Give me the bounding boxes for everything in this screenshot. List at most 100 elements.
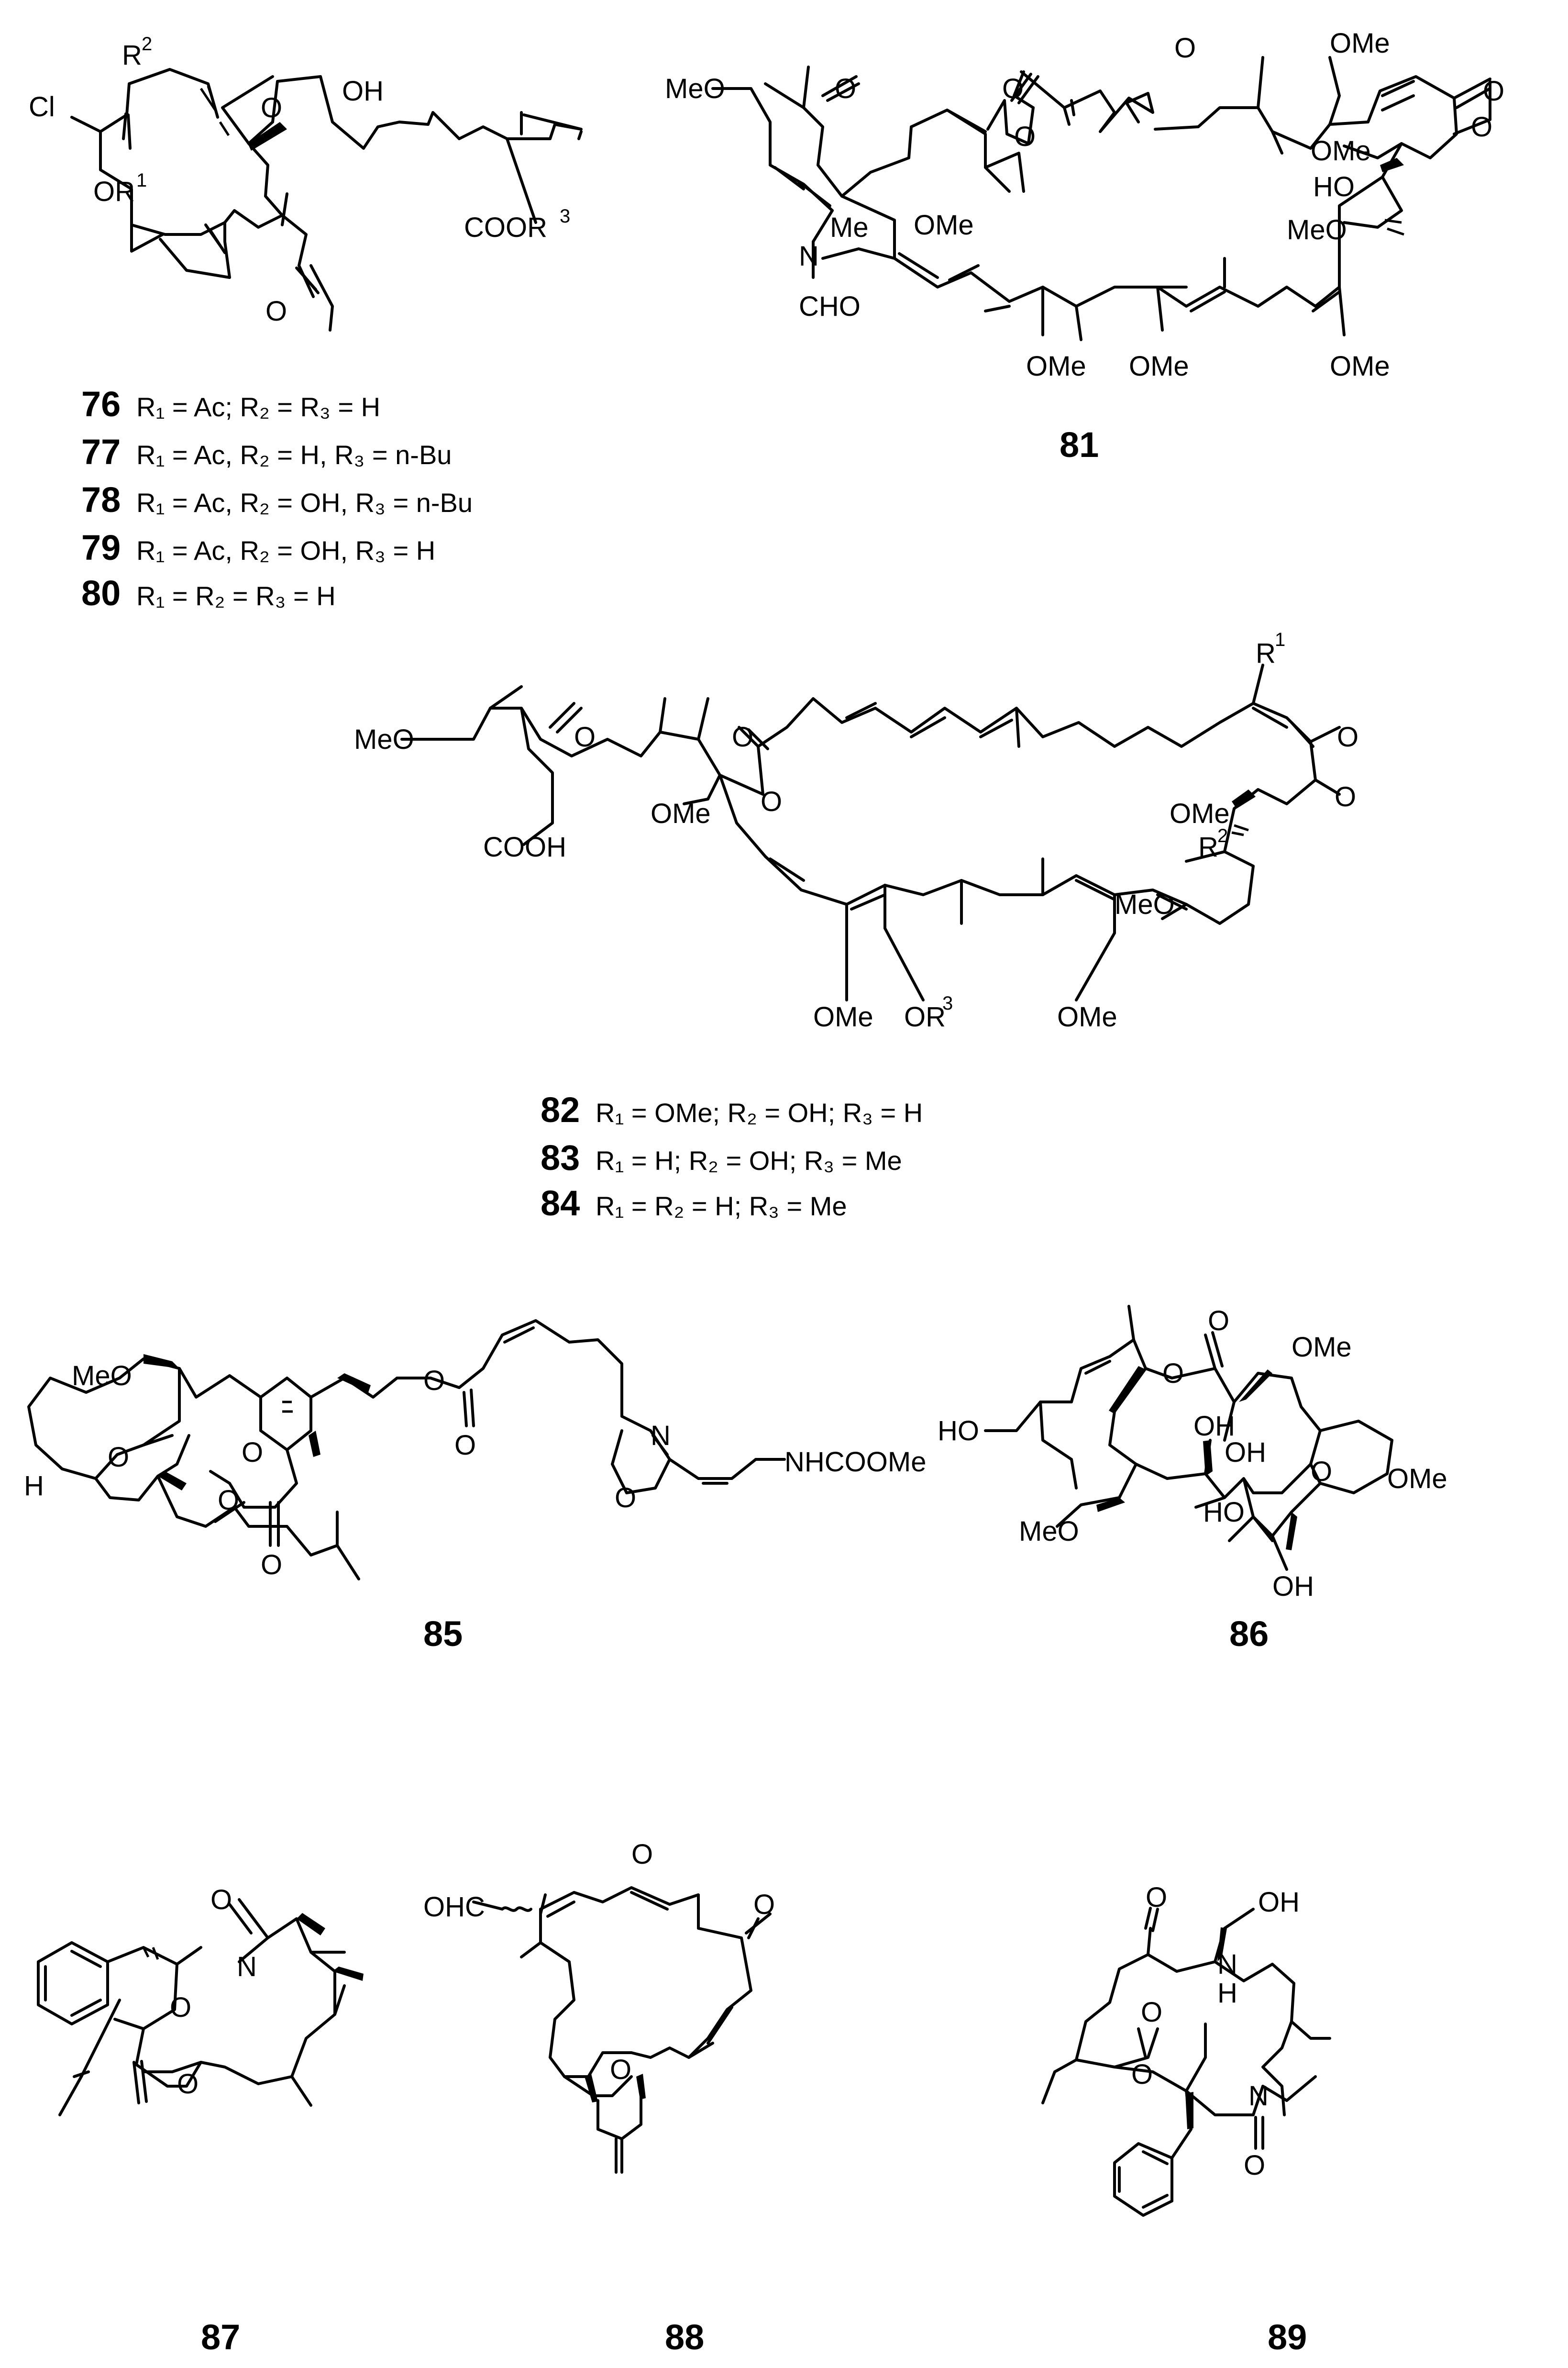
atom-label: HO [1203, 1497, 1245, 1528]
atom-label: OH [1258, 1887, 1300, 1918]
structure-88: O OHC O O 88 [423, 1839, 775, 2357]
atom-label: OHC [423, 1891, 485, 1923]
atom-label: N [1217, 1949, 1237, 1980]
atom-label: MeO [1019, 1516, 1079, 1547]
atom-label: COOH [483, 832, 566, 863]
compound-number: 81 [1060, 425, 1099, 465]
atom-label: O [1244, 2150, 1265, 2181]
atom-label: MeO [1115, 889, 1175, 920]
atom-label: O [1174, 33, 1196, 64]
compound-number: 87 [201, 2317, 240, 2357]
atom-label: HO [938, 1415, 979, 1446]
atom-label: OMe [1330, 28, 1390, 59]
atom-label: O [1014, 121, 1036, 152]
compound-number: 86 [1229, 1614, 1269, 1654]
structure-89: O N H OH O N O O 89 [1041, 1882, 1331, 2357]
atom-label: O [454, 1430, 476, 1461]
atom-label: O [835, 73, 856, 104]
atom-label: OMe [813, 1001, 873, 1033]
atom-label: H [24, 1470, 44, 1501]
atom-label: O [1131, 2059, 1153, 2090]
atom-label: OMe [1129, 351, 1189, 382]
structure-82-84: MeO O COOH OMe O O R 1 O O OMe R 2 MeO O… [354, 629, 1358, 1033]
atom-label: O [1146, 1882, 1167, 1913]
atom-label: O [218, 1485, 239, 1516]
compound-number: 79 [81, 528, 121, 567]
compound-caption: R₁ = Ac, R₂ = OH, R₃ = H [136, 535, 435, 566]
atom-label: OMe [1057, 1001, 1117, 1033]
compound-caption: R₁ = R₂ = H; R₃ = Me [596, 1191, 847, 1221]
atom-label: N [799, 241, 819, 272]
atom-label: NHCOOMe [784, 1446, 926, 1478]
atom-label: MeO [72, 1360, 132, 1391]
atom-label: 3 [560, 206, 570, 227]
atom-label: OMe [1311, 135, 1371, 167]
structure-85: MeO O O O H O O O O N NHCOOMe 85 [24, 1319, 926, 1654]
atom-label: O [1483, 76, 1504, 107]
compound-caption: R₁ = R₂ = R₃ = H [136, 581, 336, 611]
atom-label: H [1217, 1978, 1237, 2009]
atom-label: OMe [1170, 798, 1230, 829]
structure-81: MeO O N Me CHO OMe O O O OMe O O OMe HO … [665, 28, 1504, 465]
atom-label: OR [93, 176, 135, 207]
compound-number: 84 [541, 1183, 580, 1223]
atom-label: 1 [136, 170, 147, 191]
compound-number: 83 [541, 1138, 580, 1178]
atom-label: R [1198, 832, 1218, 863]
atom-label: 2 [1217, 825, 1228, 846]
atom-label: OMe [914, 210, 974, 241]
atom-label: OMe [1330, 351, 1390, 382]
compound-number: 78 [81, 480, 121, 520]
structure-87: O N O O 87 [37, 1884, 364, 2357]
atom-label: O [242, 1437, 263, 1468]
structure-76-80: Cl R 2 O OH OR 1 O COOR 3 [29, 33, 583, 332]
compound-caption: R₁ = OMe; R₂ = OH; R₃ = H [596, 1098, 923, 1128]
caption-block-76-80: 76 R₁ = Ac; R₂ = R₃ = H 77 R₁ = Ac, R₂ =… [81, 384, 473, 613]
atom-label: R [122, 40, 142, 71]
atom-label: OH [1193, 1411, 1235, 1442]
structure-86: HO O O OMe OH OH O MeO HO OMe OH 86 [938, 1305, 1447, 1654]
atom-label: O [210, 1884, 232, 1915]
compound-number: 89 [1268, 2317, 1307, 2357]
atom-label: N [237, 1951, 257, 1982]
atom-label: O [615, 1482, 636, 1513]
atom-label: OMe [1292, 1332, 1352, 1363]
atom-label: O [1335, 781, 1356, 812]
compound-caption: R₁ = H; R₂ = OH; R₃ = Me [596, 1145, 902, 1176]
compound-caption: R₁ = Ac, R₂ = OH, R₃ = n-Bu [136, 488, 473, 518]
atom-label: O [1208, 1305, 1229, 1336]
atom-label: O [610, 2054, 631, 2085]
atom-label: O [108, 1442, 129, 1473]
compound-number: 76 [81, 384, 121, 424]
atom-label: MeO [665, 73, 725, 104]
atom-label: Cl [29, 91, 55, 122]
atom-label: 1 [1275, 629, 1285, 650]
atom-label: O [1002, 73, 1024, 104]
atom-label: HO [1313, 171, 1355, 202]
atom-label: O [1337, 722, 1358, 753]
compound-number: 77 [81, 432, 121, 472]
atom-label: O [261, 1549, 282, 1580]
atom-label: O [732, 722, 753, 753]
atom-label: OMe [1387, 1463, 1447, 1494]
atom-label: OR [904, 1001, 946, 1033]
atom-label: MeO [1287, 214, 1347, 245]
atom-label: O [574, 722, 596, 753]
compound-number: 80 [81, 573, 121, 613]
atom-label: OMe [1026, 351, 1086, 382]
atom-label: N [651, 1420, 671, 1451]
atom-label: O [1141, 1997, 1162, 2028]
compound-number: 85 [423, 1614, 463, 1654]
atom-label: O [170, 1992, 191, 2023]
atom-label: 2 [142, 33, 152, 55]
atom-label: O [1311, 1456, 1332, 1487]
atom-label: O [1162, 1358, 1184, 1389]
atom-label: OH [1225, 1437, 1266, 1468]
atom-label: 3 [942, 993, 953, 1014]
atom-label: CHO [799, 291, 861, 322]
atom-label: O [753, 1889, 775, 1920]
atom-label: O [265, 296, 287, 327]
atom-label: O [1471, 111, 1492, 143]
atom-label: O [631, 1839, 653, 1870]
